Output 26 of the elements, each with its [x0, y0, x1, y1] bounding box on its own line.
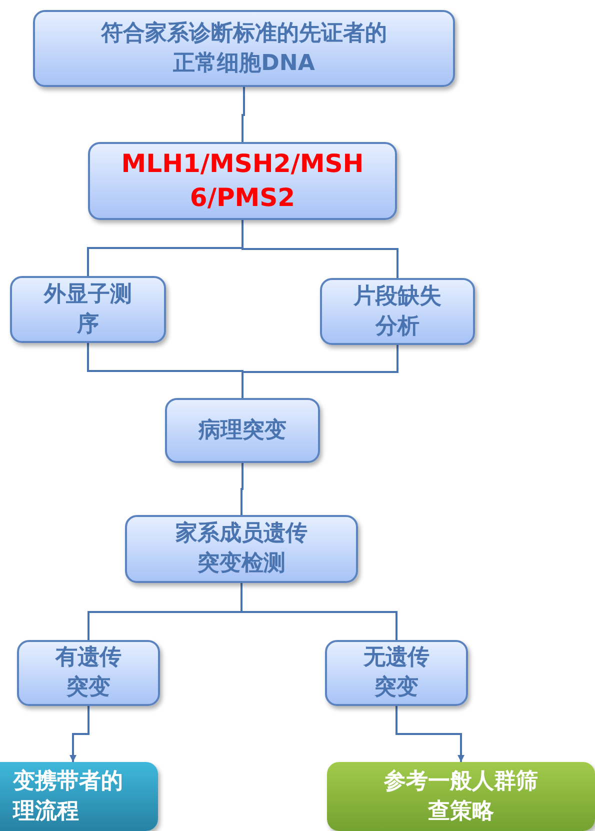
arrow — [70, 706, 90, 762]
box-text: 符合家系诊断标准的先证者的正常细胞DNA — [100, 20, 388, 78]
connector-line — [242, 345, 398, 398]
box-text: 无遗传突变 — [362, 644, 430, 702]
box-text: 病理突变 — [198, 416, 286, 445]
process-box — [10, 276, 166, 343]
process-box — [320, 278, 475, 345]
box-text: 变携带者的理流程 — [13, 768, 124, 826]
process-box — [325, 640, 468, 706]
box-text: 片段缺失分析 — [352, 282, 442, 340]
process-box — [0, 762, 158, 831]
process-box — [17, 640, 160, 706]
box-text: 家系成员遗传突变检测 — [174, 520, 308, 578]
arrow — [396, 706, 464, 762]
box-text: 有遗传突变 — [54, 644, 122, 702]
process-box — [88, 142, 397, 220]
connector-line — [242, 87, 245, 142]
box-text: 参考一般人群筛查策略 — [382, 768, 539, 826]
process-box — [327, 762, 595, 831]
box-text: MLH1/MSH2/MSH6/PMS2 — [120, 148, 365, 214]
connector-line — [240, 463, 244, 515]
process-box — [165, 398, 320, 463]
connector-line — [240, 583, 398, 640]
process-box — [125, 515, 358, 583]
process-box — [33, 10, 455, 87]
box-text: 外显子测序 — [42, 280, 133, 338]
